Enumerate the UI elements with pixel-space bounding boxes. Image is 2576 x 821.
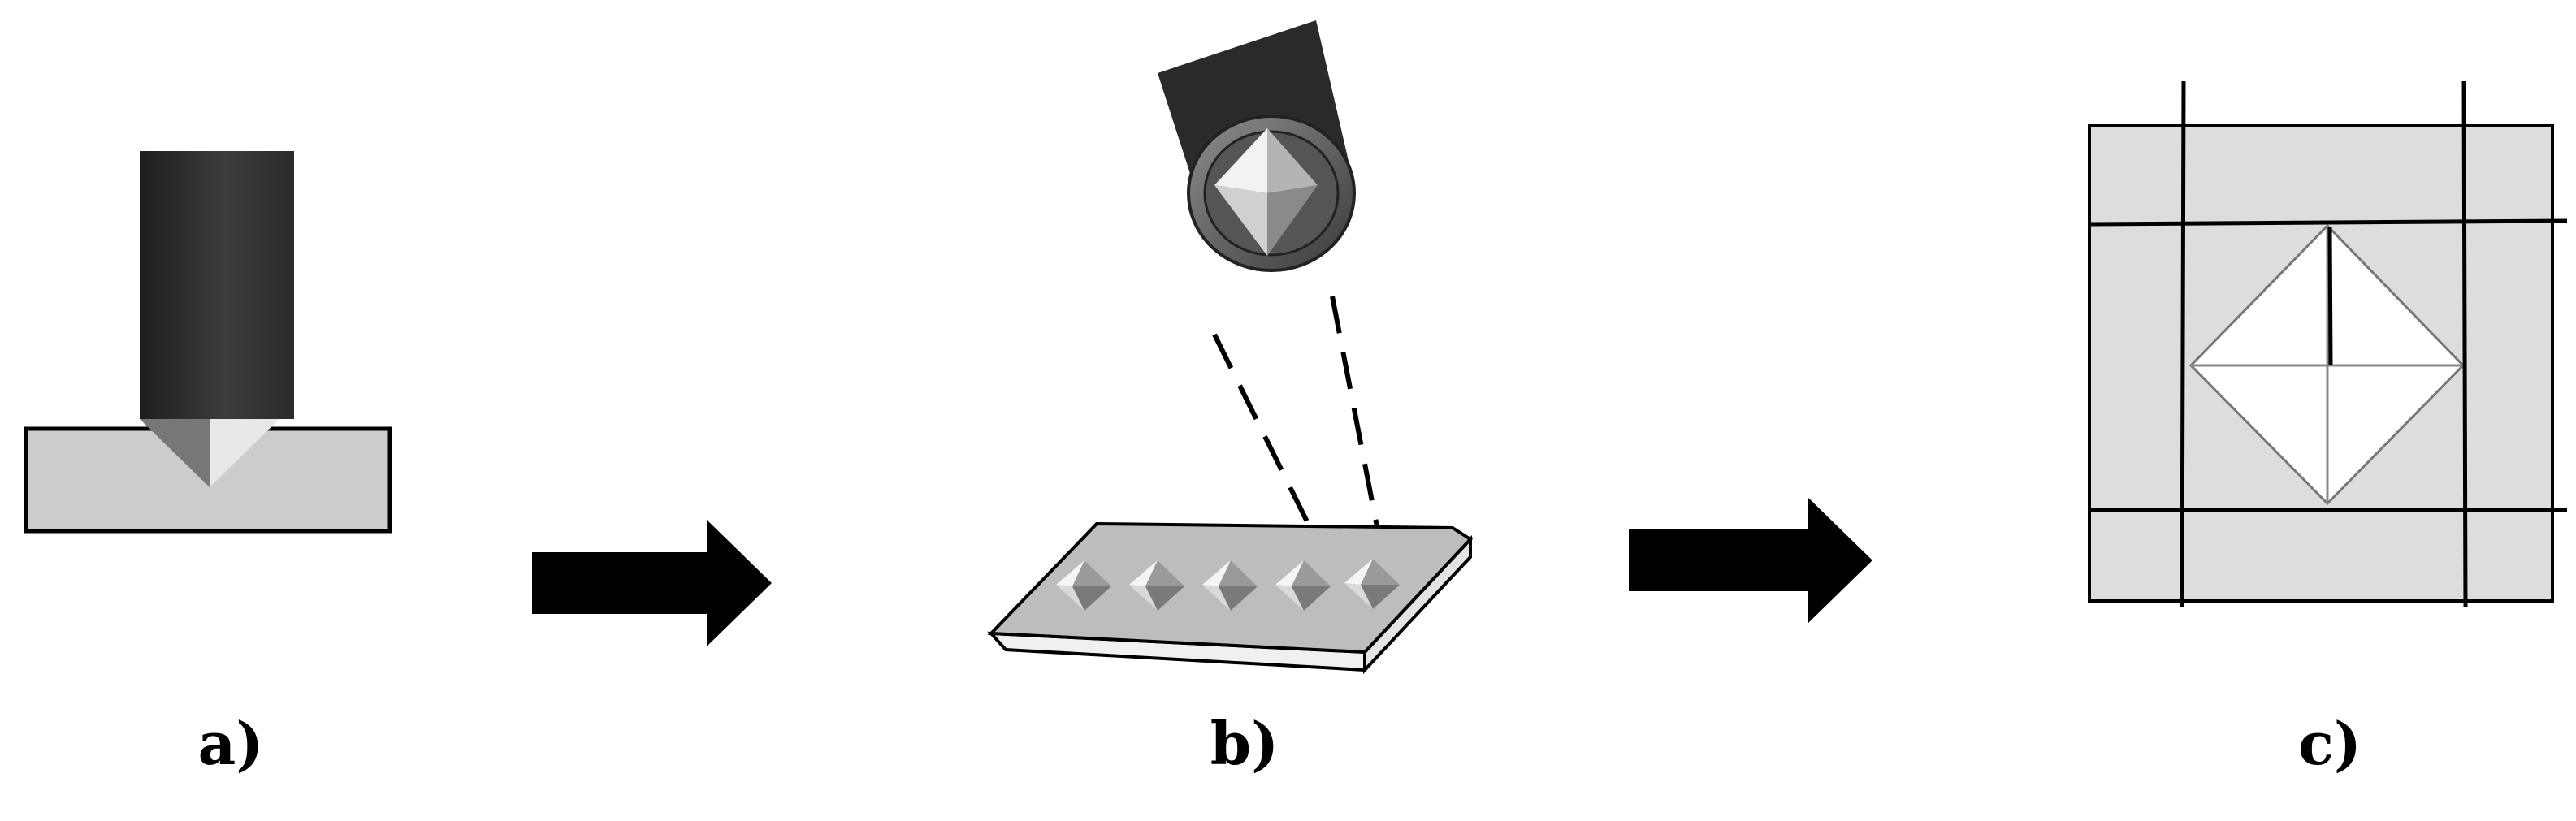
panel-label-b: b) — [1210, 709, 1279, 778]
measure-line-v-left — [2180, 80, 2186, 608]
panel-c — [2088, 80, 2568, 608]
sight-line-right — [1330, 296, 1388, 569]
right-arrow-icon — [1629, 497, 1872, 624]
right-arrow-icon — [532, 520, 772, 646]
diamond-pyramid-icon — [1214, 128, 1318, 256]
indenter-tip — [140, 419, 279, 487]
panel-label-c: c) — [2298, 709, 2362, 778]
measurement-crosshair-lines — [2089, 80, 2568, 608]
indent-mark — [1344, 559, 1400, 609]
measure-line-h-top — [2089, 218, 2568, 227]
panel-b — [987, 20, 1474, 675]
sight-line-left — [1212, 333, 1335, 574]
indent-row — [1056, 559, 1400, 611]
indent-mark — [1129, 560, 1184, 611]
panel-a — [24, 151, 392, 534]
indenter-body — [140, 151, 294, 419]
indent-mark — [1056, 560, 1111, 611]
indent-mark — [1202, 560, 1258, 611]
diagonal-measure-line — [2327, 227, 2333, 366]
measure-line-v-right — [2461, 80, 2468, 608]
indent-diamond — [2189, 223, 2466, 506]
indent-mark — [1275, 560, 1331, 611]
panel-label-a: a) — [197, 709, 264, 778]
